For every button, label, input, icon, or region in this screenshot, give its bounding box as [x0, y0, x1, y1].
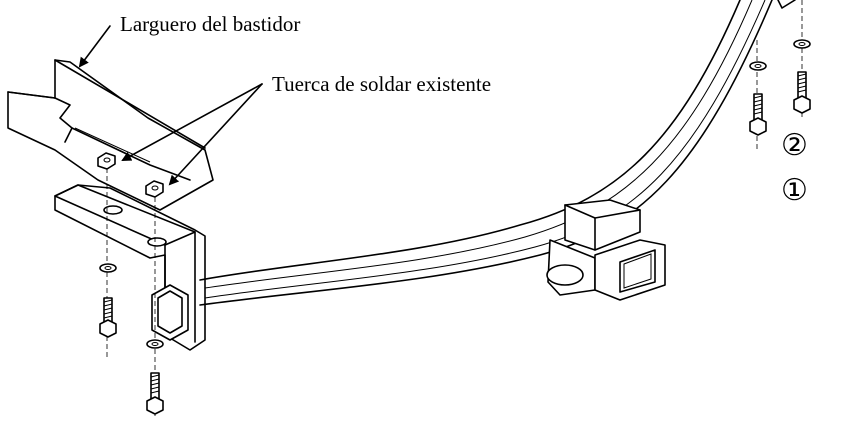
weld-nut-pointer-arrow-2	[168, 83, 263, 186]
step-1-marker: ①	[781, 174, 808, 207]
left-mounting-bracket	[54, 184, 206, 351]
left-hardware-stack-2	[146, 197, 164, 416]
frame-rail	[7, 59, 214, 211]
frame-rail-pointer-arrow	[78, 25, 111, 68]
right-hardware-stack-2	[793, 0, 811, 120]
receiver-tube	[546, 199, 666, 301]
step-2-marker: ②	[781, 129, 808, 162]
weld-nut-2	[145, 180, 164, 198]
left-hardware-stack-1	[99, 168, 117, 360]
frame-rail-label: Larguero del bastidor	[120, 12, 300, 36]
weld-nut-label: Tuerca de soldar existente	[272, 72, 491, 96]
weld-nut-pointer-arrow-1	[121, 83, 263, 161]
hitch-crossbar	[199, 0, 796, 306]
weld-nut-1	[97, 152, 116, 170]
right-hardware-stack-1	[749, 40, 767, 150]
